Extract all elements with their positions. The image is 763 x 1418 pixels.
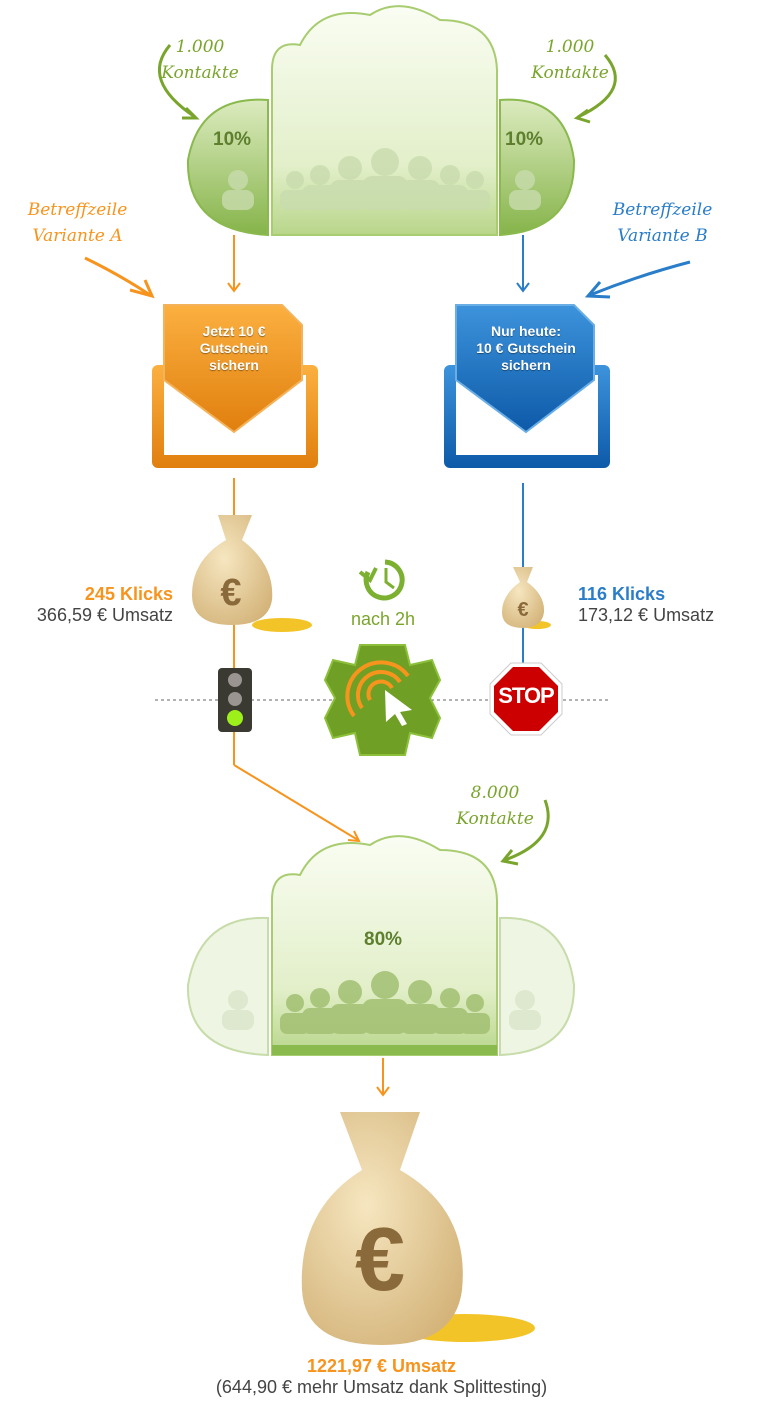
subject-line: Nur heute: (491, 323, 561, 339)
timer-label: nach 2h (350, 609, 416, 629)
label-line: Variante B (617, 226, 708, 246)
envelope-variant-b (444, 304, 610, 468)
label-line: Betreffzeile (27, 200, 128, 220)
result-revenue: 1221,97 € Umsatz (306, 1356, 457, 1376)
label-line: Variante A (32, 226, 123, 246)
variant-b-revenue: 173,12 € Umsatz (578, 605, 715, 625)
envelope-variant-a (152, 304, 318, 468)
traffic-light-icon (218, 668, 252, 732)
annotation-count: 1.000 (175, 37, 225, 57)
variant-a-subject: Jetzt 10 € Gutschein sichern (164, 323, 304, 374)
svg-text:€: € (517, 599, 528, 621)
stop-sign-text: STOP (498, 683, 555, 708)
subject-line: 10 € Gutschein (476, 340, 576, 356)
subject-line: Jetzt 10 € (202, 323, 266, 339)
left-segment-percent: 10% (213, 129, 252, 150)
variant-b-stats: 116 Klicks 173,12 € Umsatz (578, 584, 714, 626)
subject-line: sichern (209, 357, 259, 373)
bottom-contacts-cloud (186, 835, 576, 1057)
right-contacts-annotation: 1.000 Kontakte (520, 34, 620, 86)
variant-b-clicks: 116 Klicks (578, 584, 666, 604)
remaining-segment-percent: 80% (364, 929, 403, 950)
variant-b-label: Betreffzeile Variante B (605, 197, 720, 249)
subject-line: sichern (501, 357, 551, 373)
svg-text:€: € (220, 572, 241, 614)
variant-a-revenue: 366,59 € Umsatz (36, 605, 173, 625)
clock-icon (358, 559, 405, 601)
top-contacts-cloud (186, 5, 576, 237)
variant-a-clicks: 245 Klicks (84, 584, 173, 604)
annotation-count: 8.000 (470, 783, 520, 803)
annotation-label: Kontakte (161, 63, 239, 83)
result-summary: 1221,97 € Umsatz (644,90 € mehr Umsatz d… (0, 1356, 763, 1398)
left-contacts-annotation: 1.000 Kontakte (150, 34, 250, 86)
label-line: Betreffzeile (612, 200, 713, 220)
annotation-label: Kontakte (531, 63, 609, 83)
money-bag-result-icon: € (301, 1112, 535, 1345)
bottom-contacts-annotation: 8.000 Kontakte (445, 780, 545, 832)
annotation-count: 1.000 (545, 37, 595, 57)
right-segment-percent: 10% (505, 129, 544, 150)
annotation-label: Kontakte (456, 809, 534, 829)
money-bag-variant-b-icon: € (502, 567, 551, 629)
result-note: (644,90 € mehr Umsatz dank Splittesting) (215, 1377, 548, 1397)
variant-a-stats: 245 Klicks 366,59 € Umsatz (37, 584, 173, 626)
svg-text:€: € (355, 1210, 405, 1310)
gear-click-icon (323, 644, 442, 756)
money-bag-variant-a-icon: € (192, 515, 312, 632)
variant-a-label: Betreffzeile Variante A (20, 197, 135, 249)
variant-b-subject: Nur heute: 10 € Gutschein sichern (456, 323, 596, 374)
subject-line: Gutschein (199, 340, 269, 356)
stop-sign-icon (489, 662, 563, 736)
